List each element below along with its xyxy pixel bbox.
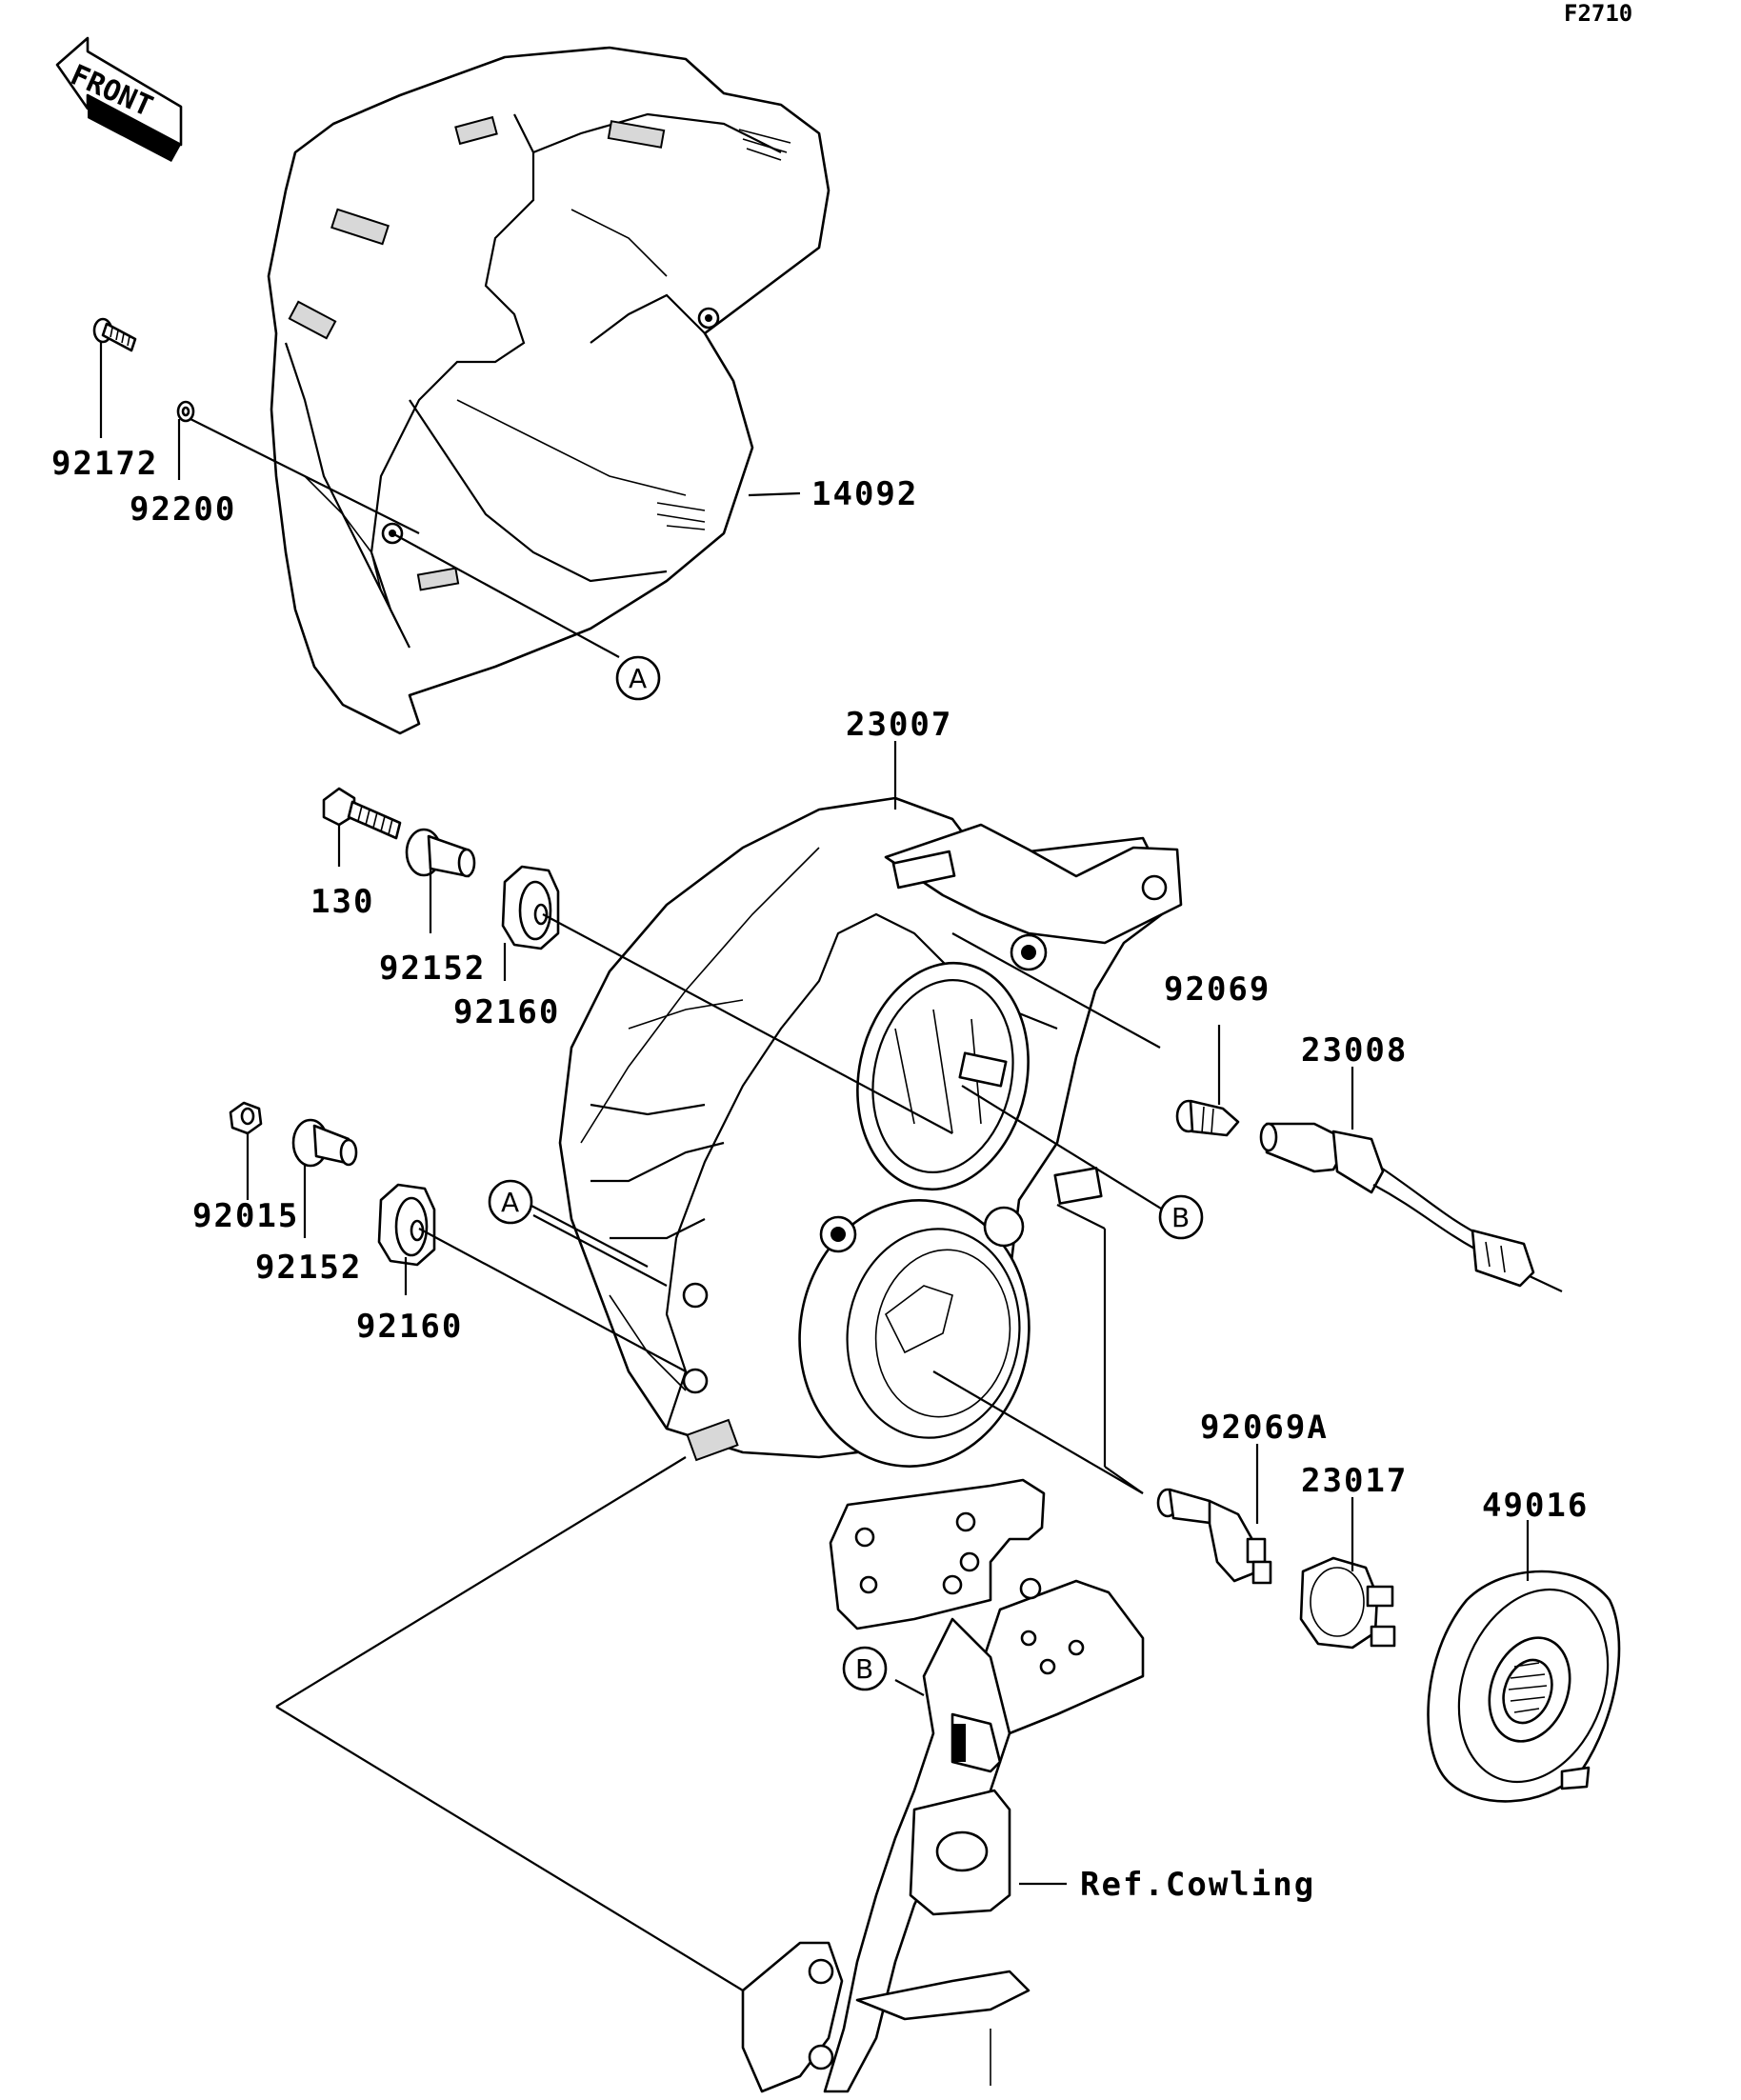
- callout-b-upper: B: [1158, 1194, 1204, 1240]
- part-label-92160-upper: 92160: [453, 993, 560, 1031]
- part-label-23007: 23007: [846, 706, 952, 744]
- bulb-92069-drawing: [1175, 1099, 1240, 1137]
- headlight-assembly-drawing: [558, 796, 1183, 1468]
- nut-92015-drawing: [229, 1101, 263, 1135]
- part-label-130: 130: [310, 883, 374, 921]
- washer-92200-drawing: [176, 400, 195, 423]
- front-arrow-icon: FRONT: [55, 36, 183, 162]
- bulb-92069a-drawing: [1156, 1488, 1272, 1585]
- callout-b-lower-label: B: [855, 1653, 873, 1685]
- part-label-92152-lower: 92152: [255, 1249, 362, 1287]
- part-label-23008: 23008: [1301, 1031, 1408, 1070]
- part-label-92200: 92200: [130, 490, 236, 529]
- callout-a-lower: A: [488, 1179, 649, 1268]
- callout-a-lower-label: A: [501, 1187, 519, 1218]
- part-label-23017: 23017: [1301, 1462, 1408, 1500]
- callout-b-upper-label: B: [1171, 1202, 1190, 1233]
- part-label-92069: 92069: [1164, 970, 1271, 1009]
- reference-note: Ref.Cowling: [1080, 1866, 1315, 1904]
- bracket-stay-drawing: [741, 1478, 1145, 2093]
- socket-23008-drawing: [1259, 1122, 1563, 1292]
- part-label-92069a: 92069A: [1200, 1409, 1329, 1447]
- part-label-92172: 92172: [51, 445, 158, 483]
- part-label-92160-lower: 92160: [356, 1308, 463, 1346]
- figure-code: F2710: [1564, 0, 1632, 27]
- leader-lines: [99, 341, 1530, 1991]
- bolt-130-drawing: [322, 787, 402, 840]
- grommet-92160-upper-drawing: [501, 865, 560, 950]
- part-label-92152-upper: 92152: [379, 950, 486, 988]
- callout-a-upper-label: A: [629, 663, 647, 694]
- part-label-92015: 92015: [192, 1197, 299, 1235]
- screw-92172-drawing: [92, 317, 137, 352]
- collar-92152-lower-drawing: [291, 1118, 358, 1168]
- callout-a-upper: A: [615, 655, 661, 701]
- grommet-92160-lower-drawing: [377, 1183, 436, 1267]
- cover-part-drawing: [267, 46, 830, 735]
- part-label-14092: 14092: [811, 475, 918, 513]
- socket-23017-drawing: [1299, 1556, 1396, 1650]
- cap-49016-drawing: [1427, 1570, 1621, 1803]
- callout-b-lower: B: [842, 1646, 888, 1691]
- collar-92152-upper-drawing: [405, 828, 476, 878]
- part-label-49016: 49016: [1482, 1487, 1589, 1525]
